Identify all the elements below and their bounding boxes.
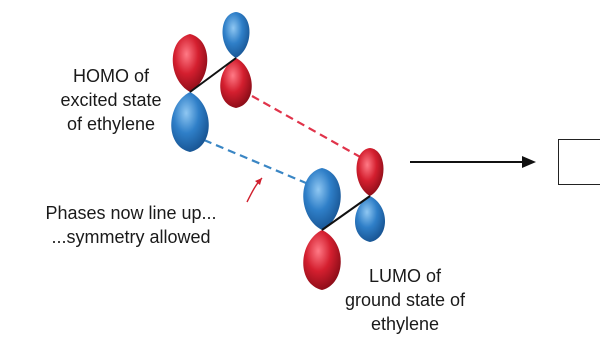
lumo-orbitals	[303, 148, 385, 290]
homo-label-line-3: of ethylene	[66, 114, 156, 134]
note-pointer-arrow	[246, 177, 263, 203]
reaction-arrow	[410, 156, 536, 168]
phase-note-line-1: Phases now line up...	[45, 203, 217, 223]
phase-note-line-2: ...symmetry allowed	[51, 227, 211, 247]
lumo-right-blue-lobe	[355, 196, 385, 242]
lumo-label: LUMO of ground state of ethylene	[318, 264, 492, 336]
homo-bond	[189, 57, 237, 93]
homo-left-red-lobe	[172, 34, 208, 92]
lumo-left-red-lobe	[303, 230, 341, 290]
homo-right-red-lobe	[220, 58, 252, 108]
homo-left-blue-lobe	[171, 92, 209, 152]
phase-note: Phases now line up... ...symmetry allowe…	[0, 201, 262, 249]
lumo-label-line-1: LUMO of	[368, 266, 442, 286]
product-box	[558, 139, 600, 185]
homo-label-line-1: HOMO of	[72, 66, 149, 86]
homo-label: HOMO of excited state of ethylene	[22, 64, 200, 136]
lumo-label-line-3: ethylene	[370, 314, 440, 334]
lumo-right-red-lobe	[356, 148, 384, 196]
blue-phase-dash	[203, 138, 307, 185]
red-phase-dash	[251, 95, 363, 159]
lumo-label-line-2: ground state of	[344, 290, 466, 310]
homo-label-line-2: excited state	[60, 90, 162, 110]
homo-orbitals	[171, 12, 252, 152]
lumo-bond	[321, 195, 371, 231]
homo-right-blue-lobe	[222, 12, 250, 58]
lumo-left-blue-lobe	[303, 168, 341, 230]
